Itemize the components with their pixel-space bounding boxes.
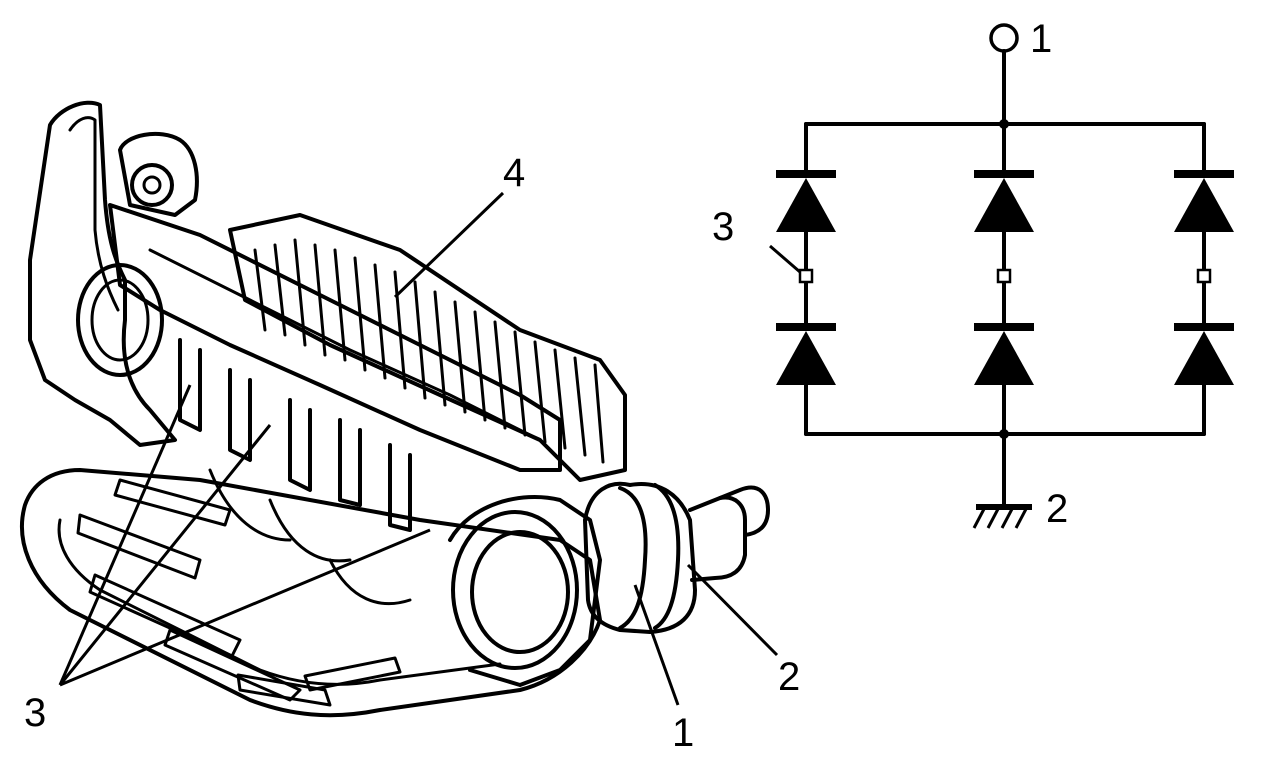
ground-icon bbox=[972, 504, 1032, 529]
heatsink-outline bbox=[228, 213, 627, 482]
leader-lines bbox=[58, 191, 779, 706]
rectifier-schematic: 1 bbox=[712, 17, 1234, 531]
callout-heatsink: 4 bbox=[503, 151, 525, 195]
phase-leader bbox=[769, 244, 801, 274]
mounting-eyelet-hole bbox=[142, 175, 162, 195]
terminal-b-plus-icon bbox=[989, 23, 1019, 53]
terminal-b-plus-label: 1 bbox=[1030, 17, 1052, 61]
phase-terminal-center-icon bbox=[996, 268, 1012, 284]
phase-terminal-right-icon bbox=[1196, 268, 1212, 284]
left-socket-inner bbox=[90, 278, 150, 362]
mounting-bracket-inner bbox=[68, 116, 120, 312]
phase-terminal-left-icon bbox=[798, 268, 814, 284]
eyelet-tab bbox=[118, 131, 199, 217]
base-plate-outline bbox=[20, 468, 602, 718]
terminal-stud bbox=[583, 481, 770, 634]
diode-lower-left-icon bbox=[776, 323, 836, 385]
phase-label: 3 bbox=[712, 205, 734, 249]
left-socket bbox=[76, 263, 164, 377]
mounting-eyelet bbox=[130, 163, 174, 207]
callout-terminal-stud: 2 bbox=[778, 655, 800, 699]
ground-label: 2 bbox=[1046, 487, 1068, 531]
diode-upper-right-icon bbox=[1174, 170, 1234, 232]
callout-insulator: 1 bbox=[672, 711, 694, 755]
callout-diodes: 3 bbox=[24, 691, 46, 735]
diode-upper-left-icon bbox=[776, 170, 836, 232]
rectifier-assembly-drawing: 4 3 1 2 bbox=[20, 100, 800, 755]
insulator-ridge bbox=[148, 248, 542, 442]
heatsink bbox=[228, 213, 627, 482]
junction-top-icon bbox=[999, 119, 1009, 129]
base-plate-slots bbox=[76, 478, 402, 707]
front-boss-inner bbox=[470, 530, 570, 654]
junction-bottom-icon bbox=[999, 429, 1009, 439]
diode-lower-right-icon bbox=[1174, 323, 1234, 385]
diode-terminals bbox=[178, 338, 412, 606]
schematic-wires bbox=[804, 49, 1206, 507]
insulator-body bbox=[108, 203, 562, 472]
front-boss bbox=[451, 510, 579, 670]
diode-upper-center-icon bbox=[974, 170, 1034, 232]
diode-lower-center-icon bbox=[974, 323, 1034, 385]
